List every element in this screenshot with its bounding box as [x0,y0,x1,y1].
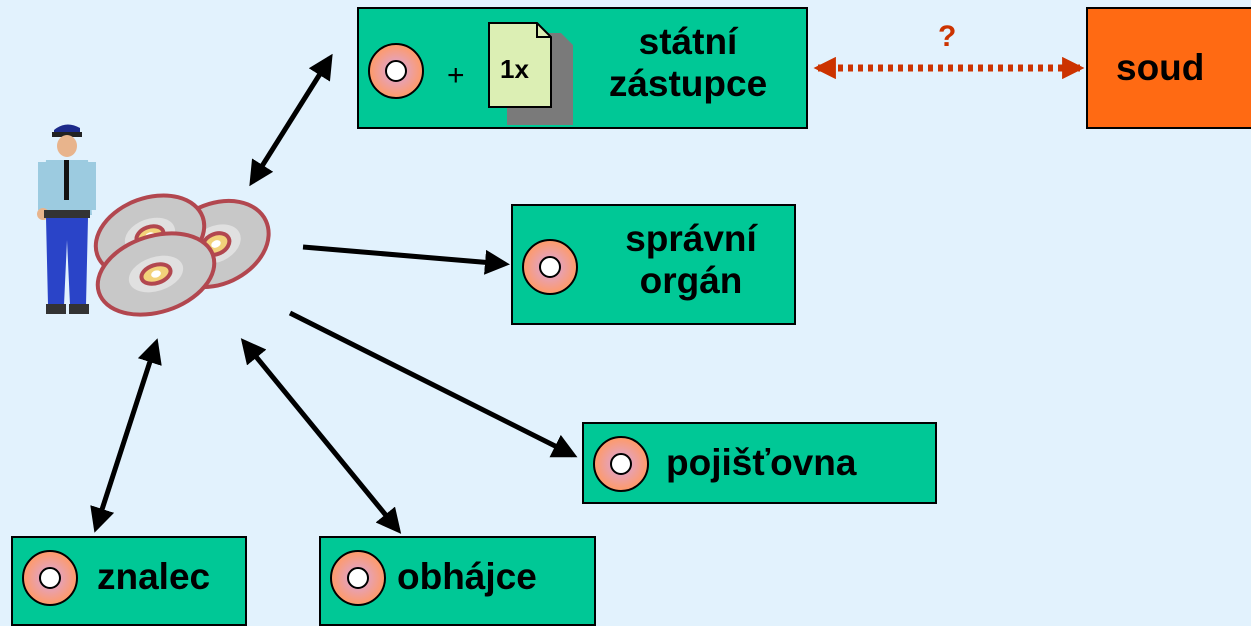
arrow-to-pojistovna [288,310,578,458]
label-organ: orgán [639,260,743,301]
node-pojistovna: pojišťovna [582,422,937,504]
label-zastupce: zástupce [608,63,768,104]
cd-icon [330,550,386,606]
label-pojistovna: pojišťovna [666,442,857,483]
arrow-to-spravni-organ [302,244,510,275]
label-statni: státní [638,21,738,62]
node-znalec: znalec [11,536,247,626]
cd-stack-icon [93,193,271,317]
arrow-to-znalec [90,338,162,533]
label-soud: soud [1116,47,1205,88]
node-spravni-organ: správní orgán [511,204,796,325]
document-label: 1x [500,54,529,84]
cd-icon [368,43,424,99]
label-znalec: znalec [97,556,211,597]
question-mark: ? [938,20,957,53]
arrow-to-obhajce [240,338,402,534]
plus-sign: + [447,59,465,92]
node-soud: soud [1086,7,1251,129]
label-obhajce: obhájce [397,556,537,597]
arrow-to-statni-zastupce [249,53,333,187]
cd-icon [593,436,649,492]
cd-icon [22,550,78,606]
document-icon [488,22,573,125]
label-spravni: správní [625,218,757,259]
node-statni-zastupce: + 1x státní zástupce [357,7,808,129]
node-obhajce: obhájce [319,536,596,626]
policeman-figure [37,124,96,314]
cd-icon [522,239,578,295]
